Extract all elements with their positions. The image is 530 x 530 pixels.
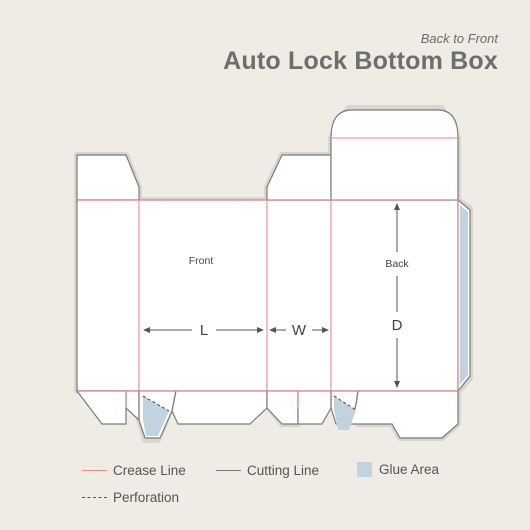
dieline-panels	[76, 109, 471, 439]
length-label: L	[200, 322, 208, 339]
legend-crease-label: Crease Line	[113, 463, 186, 478]
diagram-subtitle: Back to Front	[420, 31, 498, 46]
cutting-swatch	[216, 470, 241, 471]
legend-perforation-label: Perforation	[113, 490, 180, 505]
tuck-top-flap	[330, 109, 459, 201]
diagram-title: Auto Lock Bottom Box	[223, 47, 498, 75]
glue-swatch	[357, 462, 372, 477]
glue-area-front-lock	[143, 396, 169, 436]
front-panel-label: Front	[189, 255, 214, 267]
perforation-back	[333, 395, 357, 411]
side-bottom-flap-2	[297, 390, 332, 425]
legend-glue: Glue Area	[357, 462, 439, 477]
glue-area-side-flap	[460, 205, 468, 385]
side-bottom-flap	[266, 390, 299, 425]
legend-crease: Crease Line	[82, 463, 186, 478]
back-bottom-lock	[349, 390, 459, 439]
crease-lines	[77, 137, 459, 408]
depth-label: D	[392, 317, 403, 334]
left-side-bottom	[76, 390, 127, 425]
legend-cutting-label: Cutting Line	[247, 463, 320, 478]
glue-areas	[143, 205, 468, 436]
back-panel-label: Back	[385, 258, 409, 270]
legend-cutting: Cutting Line	[216, 463, 319, 478]
legend-perforation: Perforation	[82, 490, 179, 505]
crease-swatch	[82, 470, 107, 471]
perforation-swatch	[82, 497, 107, 498]
legend-glue-label: Glue Area	[379, 462, 440, 477]
glue-area-back-lock	[334, 396, 356, 430]
dimension-lines	[143, 203, 400, 388]
width-label: W	[292, 322, 307, 339]
perforation-lines	[142, 395, 357, 412]
front-bottom-lock	[171, 390, 268, 425]
